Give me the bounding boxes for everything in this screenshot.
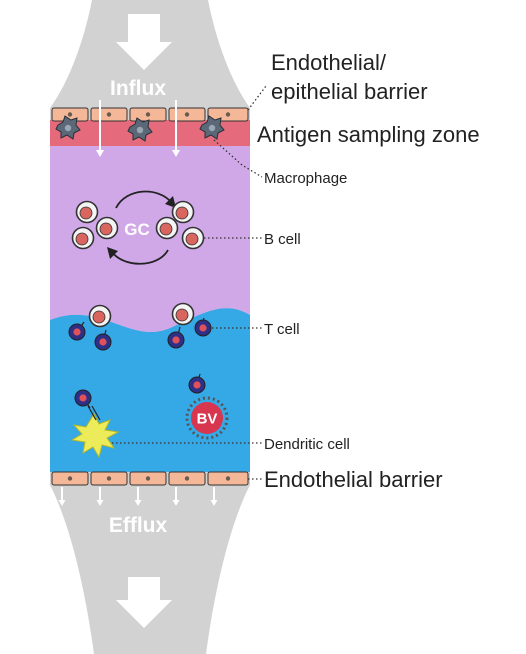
influx-big-arrow (116, 14, 172, 70)
barrier-bottom-label: Endothelial barrier (264, 467, 443, 492)
gc-arrow-head (165, 196, 176, 208)
b-cell (171, 302, 195, 326)
b-cell-zone-label: B cell zone (27, 183, 52, 298)
antigen-zone-label: Antigen sampling zone (257, 122, 480, 147)
efflux-big-arrow (116, 577, 172, 628)
b-cell (95, 216, 119, 240)
b-cell (88, 304, 112, 328)
top-endothelial-barrier (51, 107, 249, 122)
dendritic-cell (70, 412, 120, 459)
tcr-interaction (87, 405, 101, 421)
influx-small-arrows (96, 100, 180, 157)
gc-arrow-head (107, 247, 118, 259)
efflux-small-arrows (58, 487, 218, 506)
t-cell-label: T cell (264, 321, 300, 338)
t-cell (68, 323, 86, 341)
gc-cycle-arrow-top (115, 190, 173, 209)
barrier-top-label-line1: Endothelial/ (271, 50, 387, 75)
efflux-label: Efflux (109, 514, 168, 537)
b-cell (155, 216, 179, 240)
t-cell (74, 389, 92, 407)
bv-label: BV (197, 411, 218, 428)
blood-vessel (191, 402, 223, 434)
t-cell (94, 333, 112, 351)
t-cell (188, 376, 206, 394)
gc-label: GC (124, 220, 150, 239)
t-cell (167, 331, 185, 349)
blood-vessel-halo (185, 396, 229, 440)
dendritic-cell-label: Dendritic cell (264, 436, 350, 453)
leader-macrophage (213, 139, 263, 178)
b-cell (181, 226, 205, 250)
b-cell (71, 226, 95, 250)
t-cell (194, 319, 212, 337)
b-cell (171, 200, 195, 224)
barrier-top-label-line2: epithelial barrier (271, 79, 428, 104)
t-cell-zone-label: T cell zone (27, 350, 52, 462)
b-cell-zone (50, 146, 250, 332)
macrophage-label: Macrophage (264, 170, 347, 187)
leader-barrier-top (247, 85, 267, 111)
b-cell (75, 200, 99, 224)
gc-cycle-arrow-bottom (111, 249, 169, 265)
b-cell-label: B cell (264, 231, 301, 248)
influx-label: Influx (110, 77, 166, 100)
bottom-endothelial-barrier (51, 471, 249, 486)
